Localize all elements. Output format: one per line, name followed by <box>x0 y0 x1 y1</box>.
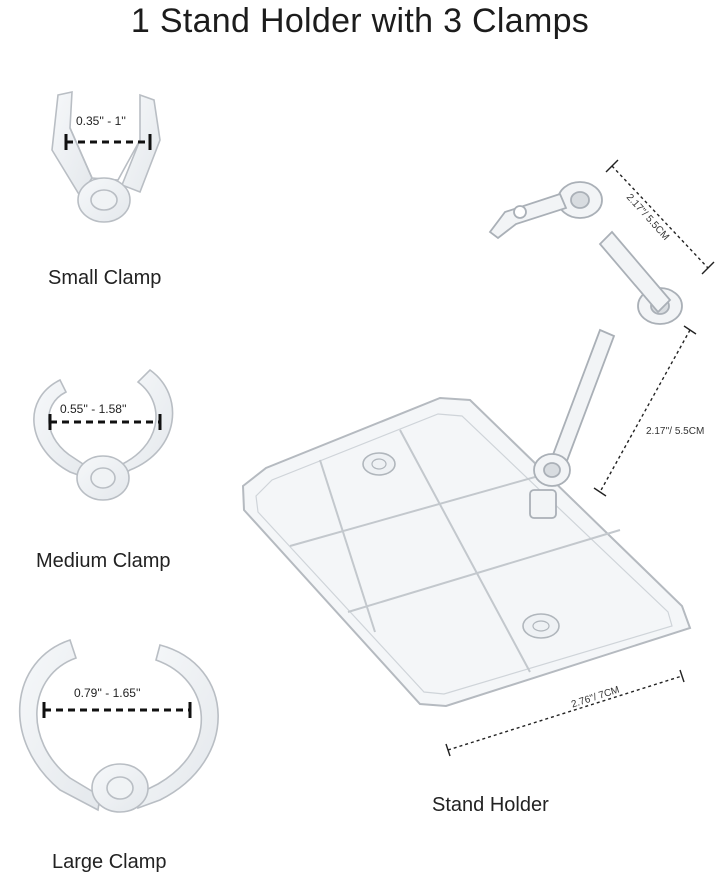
page-title: 1 Stand Holder with 3 Clamps <box>130 2 590 40</box>
large-clamp-range: 0.79'' - 1.65'' <box>74 686 141 700</box>
medium-clamp-image <box>33 368 174 501</box>
medium-clamp-label: Medium Clamp <box>36 550 171 572</box>
large-clamp-label: Large Clamp <box>52 851 167 873</box>
stand-holder-label: Stand Holder <box>432 794 549 816</box>
small-clamp-image <box>51 90 161 223</box>
small-clamp-label: Small Clamp <box>48 267 162 289</box>
stand-holder-image <box>241 159 715 757</box>
medium-clamp-range: 0.55'' - 1.58'' <box>60 402 127 416</box>
large-clamp-image <box>18 638 219 813</box>
arm-lower-dimension: 2.17''/ 5.5CM <box>646 426 705 437</box>
small-clamp-range: 0.35'' - 1'' <box>76 114 126 128</box>
